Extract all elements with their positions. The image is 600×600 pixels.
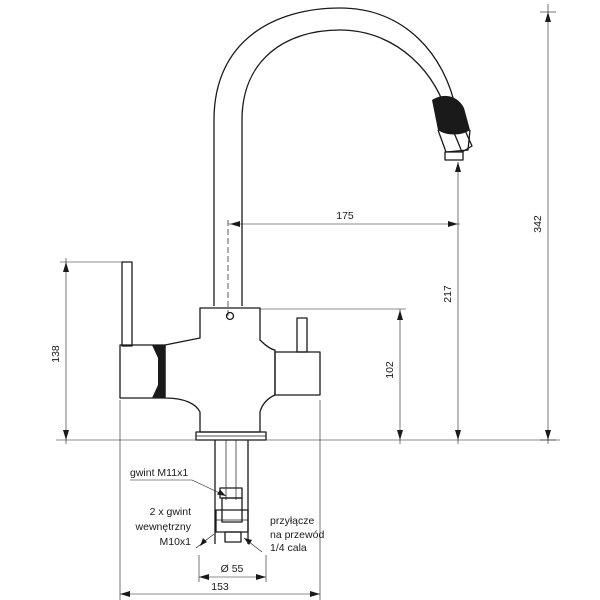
left-lever-accent bbox=[152, 345, 165, 398]
callout-hose-line3: 1/4 cala bbox=[270, 542, 307, 554]
dim-217-label: 217 bbox=[442, 285, 454, 303]
dim-55-label: Ø 55 bbox=[221, 563, 244, 575]
callout-hose-line2: na przewód bbox=[270, 529, 324, 541]
dim-175-label: 175 bbox=[336, 210, 354, 222]
dim-153-label: 153 bbox=[211, 581, 229, 593]
spout-aerator bbox=[432, 95, 471, 161]
callout-inner-thread-line1: 2 x gwint bbox=[150, 506, 192, 518]
faucet-body bbox=[164, 307, 276, 433]
dim-102-label: 102 bbox=[384, 361, 396, 379]
dim-138-label: 138 bbox=[50, 345, 62, 363]
callout-inner-thread-line3: M10x1 bbox=[159, 536, 191, 548]
callout-hose-line1: przyłącze bbox=[270, 515, 315, 527]
right-handle-stem bbox=[296, 317, 308, 353]
callout-inner-thread-line2: wewnętrzny bbox=[135, 521, 192, 533]
dim-342-label: 342 bbox=[532, 215, 544, 233]
right-handle-housing bbox=[274, 351, 321, 396]
spout-pivot-mark bbox=[225, 311, 235, 321]
dimension-lines bbox=[56, 4, 560, 600]
callout-thread-m11: gwint M11x1 bbox=[130, 467, 188, 479]
faucet-outline bbox=[119, 7, 473, 544]
spout-tube bbox=[213, 7, 473, 306]
left-lever-handle bbox=[121, 261, 133, 347]
